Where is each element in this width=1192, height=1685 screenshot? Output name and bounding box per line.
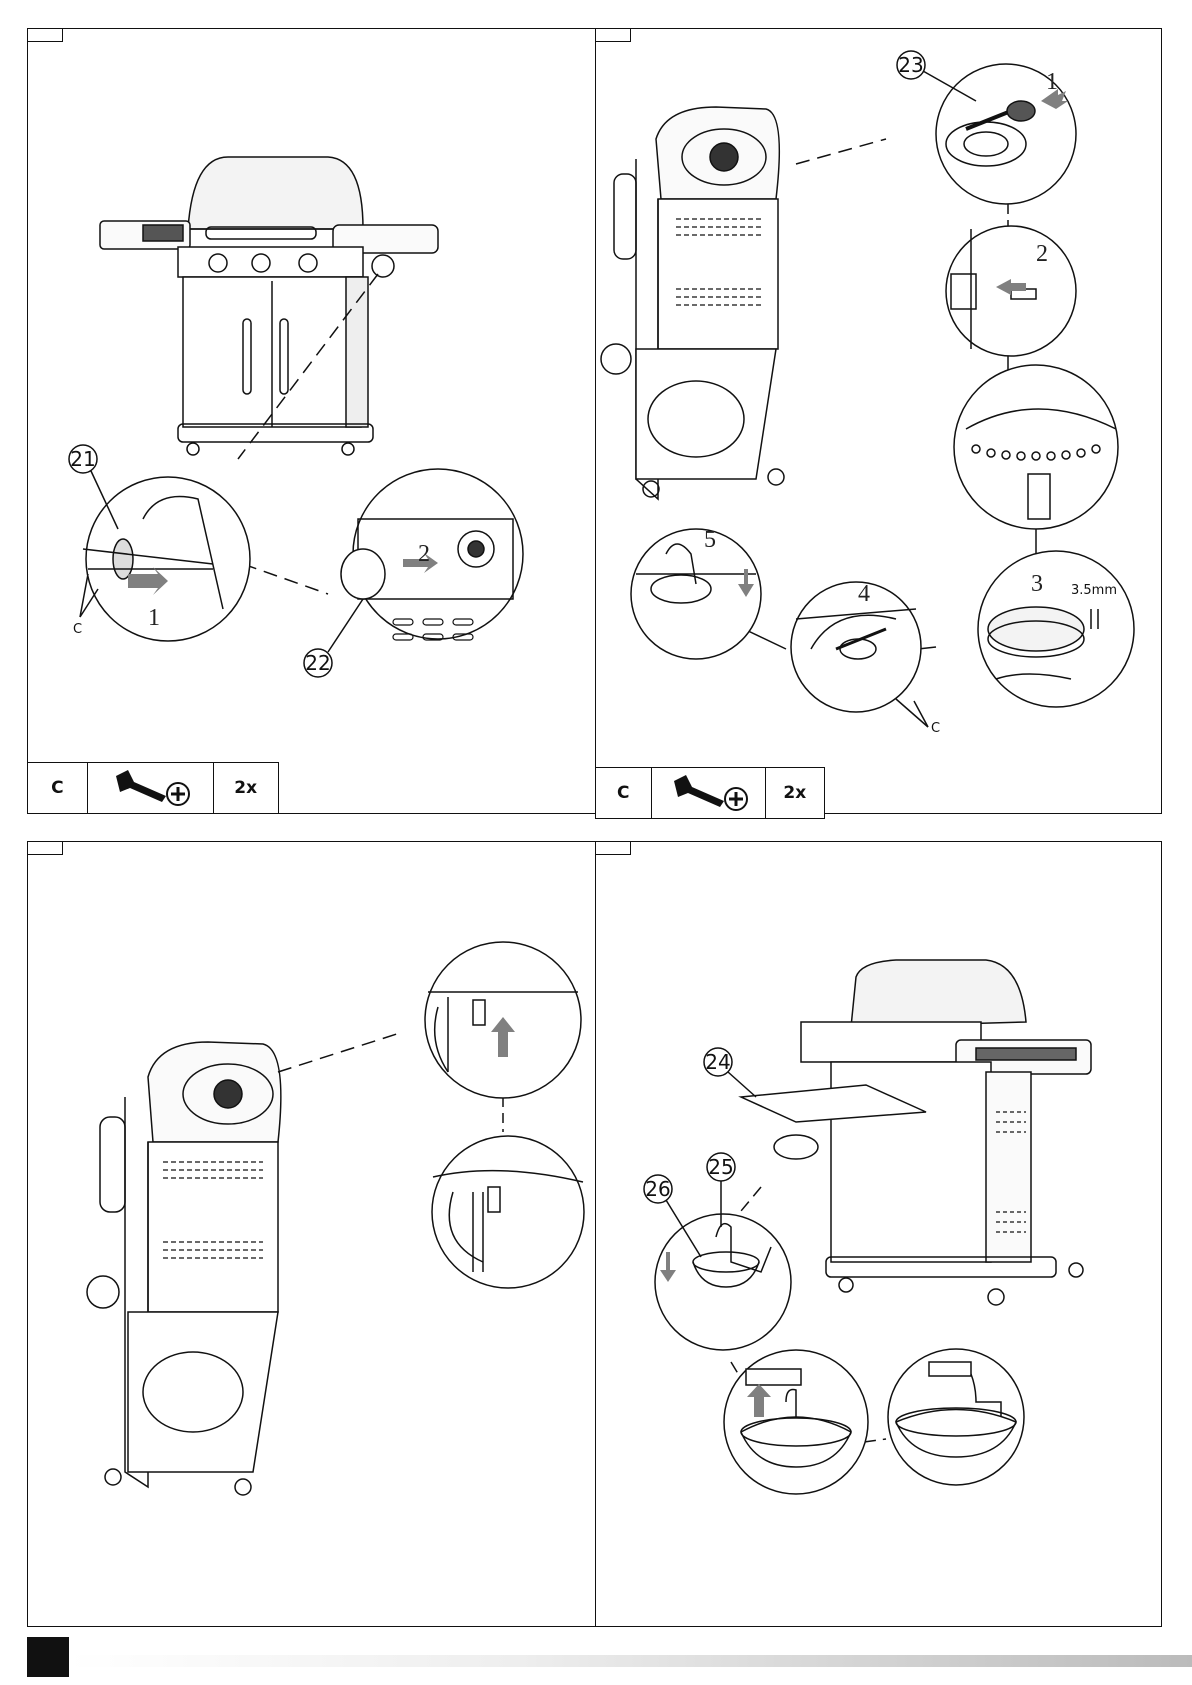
grill-side-view-illustration xyxy=(601,107,784,499)
panel-1: 21 22 1 2 C C 2x xyxy=(27,28,596,814)
step-number-1: 1 xyxy=(148,605,160,631)
part-code: C xyxy=(596,768,653,818)
hardware-letter: C xyxy=(931,721,940,736)
burner-gap-dimension: 3.5mm xyxy=(1071,583,1117,598)
step-number-3: 3 xyxy=(1031,571,1043,597)
callout-21: 21 xyxy=(70,447,95,471)
parts-table: C 2x xyxy=(27,762,279,814)
step-number-1: 1 xyxy=(1046,69,1058,95)
grill-side-view-illustration xyxy=(87,1042,281,1495)
part-code: C xyxy=(28,763,89,813)
parts-table: C 2x xyxy=(595,767,825,819)
grill-illustration xyxy=(100,157,438,455)
grill-illustration xyxy=(801,960,1091,1305)
page-footer-block xyxy=(27,1637,69,1677)
page-footer-gradient-bar xyxy=(69,1655,1192,1667)
panel-2: 23 1 2 3 4 5 3.5mm C C 2x xyxy=(595,28,1162,814)
panel-3-illustration xyxy=(28,842,597,1628)
step-number-5: 5 xyxy=(704,527,716,553)
screw-icon xyxy=(88,763,214,813)
callout-26: 26 xyxy=(645,1177,670,1201)
callout-24: 24 xyxy=(705,1050,730,1074)
step-number-2: 2 xyxy=(418,541,430,567)
step-number-2: 2 xyxy=(1036,241,1048,267)
detail-circle-drip-cup xyxy=(655,1214,791,1350)
panel-4-illustration: 24 25 26 xyxy=(596,842,1163,1628)
detail-circle-final-assembly xyxy=(631,529,761,659)
detail-circle-burner-cover xyxy=(791,582,921,712)
part-quantity: 2x xyxy=(214,763,278,813)
detail-circle-wire-routing-2 xyxy=(432,1136,584,1288)
callout-22: 22 xyxy=(305,651,330,675)
panel-2-illustration: 23 1 2 3 4 5 3.5mm C xyxy=(596,29,1163,815)
detail-circle-knob-install xyxy=(353,469,523,639)
panel-4: 24 25 26 xyxy=(595,841,1162,1627)
panel-3 xyxy=(27,841,596,1627)
callout-25: 25 xyxy=(708,1155,733,1179)
part-quantity: 2x xyxy=(766,768,823,818)
panel-1-illustration: 21 22 1 2 C xyxy=(28,29,597,815)
hardware-letter: C xyxy=(73,622,82,637)
screw-icon xyxy=(652,768,766,818)
callout-23: 23 xyxy=(898,53,923,77)
step-number-4: 4 xyxy=(858,581,870,607)
